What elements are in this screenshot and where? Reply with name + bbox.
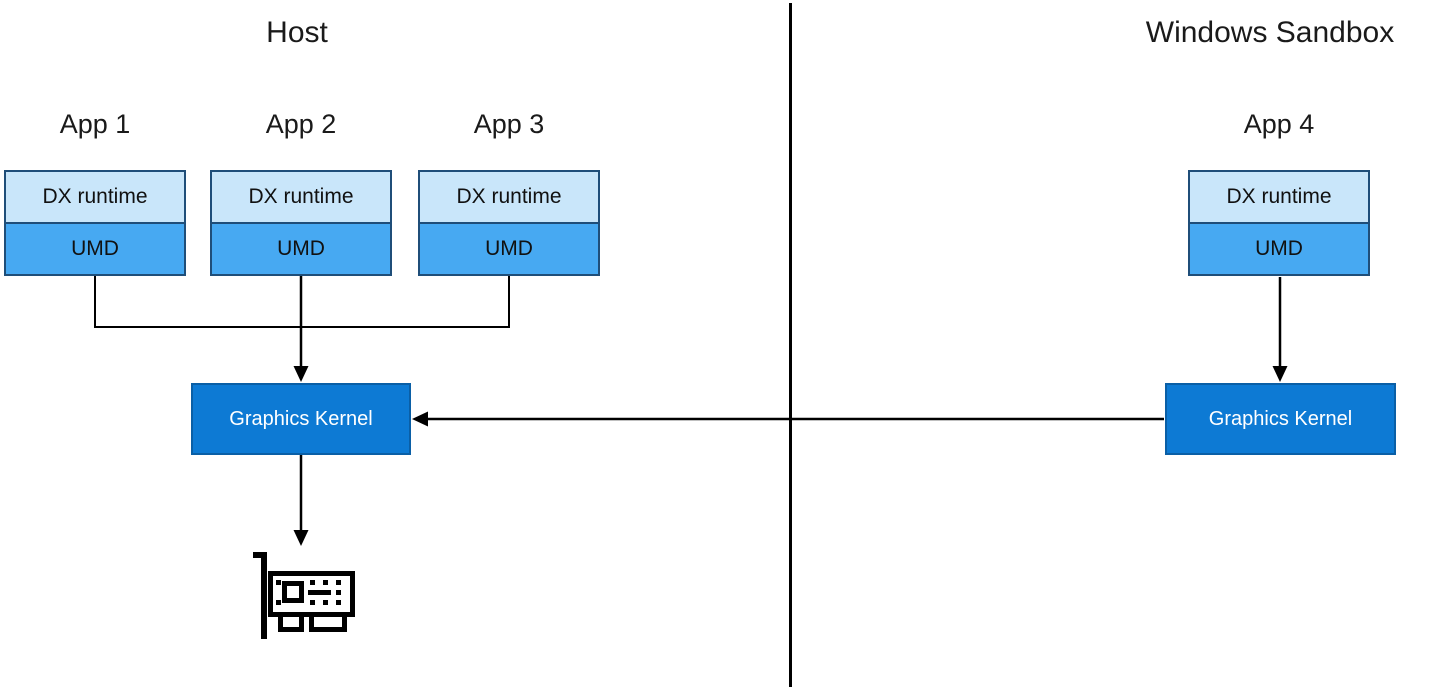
host-graphics-kernel: Graphics Kernel (191, 383, 411, 455)
gpu-chip (282, 581, 304, 603)
app2-umd: UMD (212, 222, 390, 274)
app4-dx-runtime: DX runtime (1190, 172, 1368, 222)
arrowhead-into-host-kernel (293, 366, 309, 382)
host-sandbox-divider (789, 3, 792, 687)
arrowhead-into-gpu (293, 530, 309, 546)
app3-dx-runtime: DX runtime (420, 172, 598, 222)
app4-stack: DX runtime UMD (1188, 170, 1370, 276)
app2-stack: DX runtime UMD (210, 170, 392, 276)
app2-label: App 2 (265, 109, 337, 139)
gpu-pins (276, 580, 341, 605)
app1-stack: DX runtime UMD (4, 170, 186, 276)
app3-stack: DX runtime UMD (418, 170, 600, 276)
app4-umd: UMD (1190, 222, 1368, 274)
app1-label: App 1 (59, 109, 131, 139)
arrowhead-into-sandbox-kernel (1272, 366, 1288, 382)
sandbox-graphics-kernel: Graphics Kernel (1165, 383, 1396, 455)
app3-label: App 3 (473, 109, 545, 139)
app2-dx-runtime: DX runtime (212, 172, 390, 222)
arrowhead-into-host-kernel-right (412, 411, 428, 427)
app4-label: App 4 (1243, 109, 1315, 139)
sandbox-title: Windows Sandbox (1145, 16, 1395, 49)
app3-umd: UMD (420, 222, 598, 274)
gpu-bracket (253, 552, 267, 639)
app1-dx-runtime: DX runtime (6, 172, 184, 222)
gpu-card-icon (253, 552, 355, 639)
app1-umd: UMD (6, 222, 184, 274)
host-title: Host (266, 16, 328, 49)
